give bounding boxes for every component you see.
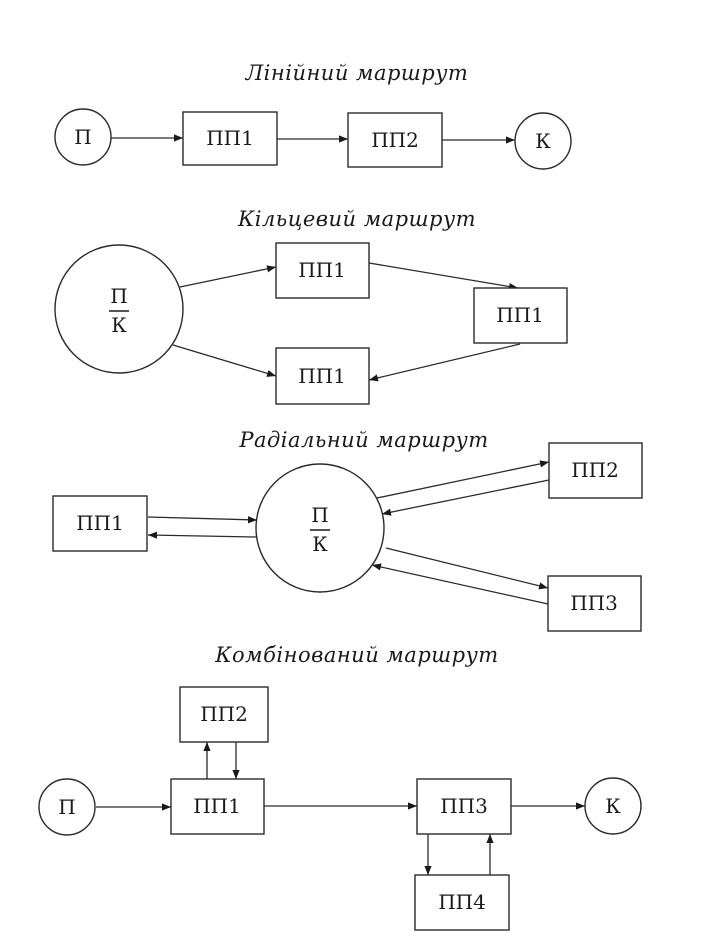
combined-pp2-node: ПП2 xyxy=(179,686,269,743)
ring-hub-top-label: П xyxy=(110,284,127,308)
radial-pp3-label: ПП3 xyxy=(570,591,618,615)
combined-pp4-label: ПП4 xyxy=(438,890,486,914)
arrow-pp1-right-to-pp1-bottom xyxy=(368,343,521,382)
arrow-hub-to-pp1-bottom xyxy=(172,344,277,377)
radial-pp3-node: ПП3 xyxy=(547,575,642,632)
arrow-pp1-to-hub xyxy=(147,516,258,524)
linear-start-label: П xyxy=(74,125,91,149)
linear-pp2-label: ПП2 xyxy=(371,128,419,152)
ring-pp1-top-label: ПП1 xyxy=(298,258,346,282)
combined-start-label: П xyxy=(58,795,75,819)
combined-end-node: К xyxy=(584,777,642,835)
radial-hub-node: П К xyxy=(255,463,385,593)
linear-end-node: К xyxy=(514,112,572,170)
ring-route-title: Кільцевий маршрут xyxy=(237,207,476,231)
arrow-hub-to-pp3 xyxy=(385,547,549,590)
combined-pp3-node: ПП3 xyxy=(416,778,512,835)
radial-hub-bottom-label: К xyxy=(312,532,328,556)
combined-pp4-node: ПП4 xyxy=(414,874,510,931)
radial-pp1-node: ПП1 xyxy=(52,495,148,552)
combined-route-section: Комбінований маршрут П ПП1 ПП2 ПП3 ПП4 xyxy=(38,643,642,931)
ring-pp1-right-node: ПП1 xyxy=(473,287,568,344)
ring-hub-bottom-label: К xyxy=(111,313,127,337)
linear-end-label: К xyxy=(535,129,551,153)
ring-pp1-bottom-node: ПП1 xyxy=(275,347,370,405)
radial-route-section: Радіальний маршрут П К ПП1 ПП2 ПП3 xyxy=(52,428,643,632)
combined-pp1-label: ПП1 xyxy=(193,794,241,818)
radial-pp2-node: ПП2 xyxy=(548,442,643,499)
combined-pp3-label: ПП3 xyxy=(440,794,488,818)
linear-pp1-label: ПП1 xyxy=(206,126,254,150)
linear-route-title: Лінійний маршрут xyxy=(245,61,469,85)
ring-pp1-right-label: ПП1 xyxy=(496,303,544,327)
combined-pp1-node: ПП1 xyxy=(170,778,265,835)
radial-pp2-label: ПП2 xyxy=(571,458,619,482)
linear-pp1-node: ПП1 xyxy=(182,111,278,166)
arrow-hub-to-pp1 xyxy=(147,531,258,539)
ring-route-section: Кільцевий маршрут П К ПП1 ПП1 ПП1 xyxy=(54,207,568,405)
arrow-pp1-top-to-pp1-right xyxy=(368,262,519,291)
arrow-hub-to-pp2 xyxy=(376,460,550,499)
combined-pp2-label: ПП2 xyxy=(200,702,248,726)
combined-route-title: Комбінований маршрут xyxy=(214,643,498,667)
ring-hub-node: П К xyxy=(54,244,184,374)
arrow-pp2-to-hub xyxy=(381,479,550,516)
combined-end-label: К xyxy=(605,794,621,818)
radial-hub-top-label: П xyxy=(311,503,328,527)
radial-pp1-label: ПП1 xyxy=(76,511,124,535)
radial-route-title: Радіальний маршрут xyxy=(238,428,488,452)
linear-pp2-node: ПП2 xyxy=(347,112,443,168)
combined-start-node: П xyxy=(38,778,96,836)
ring-pp1-top-node: ПП1 xyxy=(275,242,370,299)
ring-pp1-bottom-label: ПП1 xyxy=(298,364,346,388)
linear-route-section: Лінійний маршрут П ПП1 ПП2 К xyxy=(54,61,572,170)
linear-start-node: П xyxy=(54,108,112,166)
arrow-pp3-to-hub xyxy=(371,563,549,605)
arrow-hub-to-pp1-top xyxy=(179,265,277,288)
